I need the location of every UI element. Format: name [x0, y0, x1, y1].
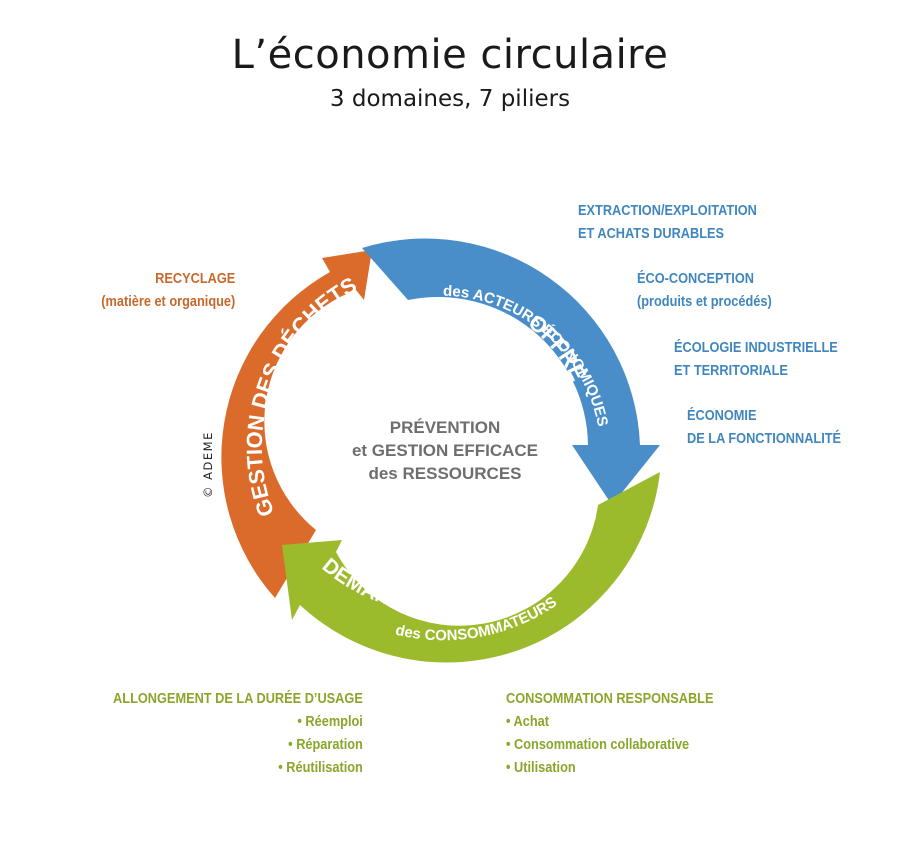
page-subtitle: 3 domaines, 7 piliers — [329, 86, 571, 112]
pillar-ecologie-industrielle: ÉCOLOGIE INDUSTRIELLE ET TERRITORIALE — [674, 337, 838, 383]
pillar-consommation-responsable: CONSOMMATION RESPONSABLE • Achat • Conso… — [506, 688, 713, 780]
pillar-economie-fonctionnalite: ÉCONOMIE DE LA FONCTIONNALITÉ — [687, 405, 841, 451]
blue-arrow-offre — [362, 238, 660, 505]
pillar-fonctionnalite-line1: ÉCONOMIE — [687, 408, 757, 424]
pillar-recyclage-line1: RECYCLAGE — [154, 271, 235, 287]
green-arrow-demande — [282, 472, 660, 663]
pillar-allongement-duree-usage: ALLONGEMENT DE LA DURÉE D’USAGE • Réempl… — [113, 688, 363, 780]
pillar-eco-conception-line1: ÉCO-CONCEPTION — [637, 271, 754, 287]
pillar-extraction: EXTRACTION/EXPLOITATION ET ACHATS DURABL… — [578, 200, 757, 246]
center-line-1: PRÉVENTION — [389, 418, 501, 437]
pillar-allongement-item: • Réutilisation — [278, 760, 363, 776]
center-line-3: des RESSOURCES — [368, 464, 522, 483]
pillar-fonctionnalite-line2: DE LA FONCTIONNALITÉ — [687, 431, 842, 447]
pillar-allongement-heading: ALLONGEMENT DE LA DURÉE D’USAGE — [113, 691, 363, 707]
page-title: L’économie circulaire — [231, 32, 669, 78]
pillar-eco-conception: ÉCO-CONCEPTION (produits et procédés) — [637, 268, 772, 314]
pillar-allongement-item: • Réparation — [288, 737, 363, 753]
pillar-ecologie-line2: ET TERRITORIALE — [674, 363, 788, 379]
orange-arrow-dechets — [221, 250, 372, 598]
pillar-consommation-item: • Consommation collaborative — [506, 737, 690, 753]
pillar-recyclage-line2: (matière et organique) — [100, 294, 235, 310]
center-label: PRÉVENTION et GESTION EFFICACE des RESSO… — [320, 416, 570, 485]
center-line-2: et GESTION EFFICACE — [351, 441, 539, 460]
pillar-ecologie-line1: ÉCOLOGIE INDUSTRIELLE — [674, 340, 838, 356]
pillar-extraction-line1: EXTRACTION/EXPLOITATION — [578, 203, 757, 219]
pillar-consommation-heading: CONSOMMATION RESPONSABLE — [506, 691, 714, 707]
svg-text:© ADEME: © ADEME — [201, 431, 215, 498]
pillar-eco-conception-line2: (produits et procédés) — [637, 294, 772, 310]
copyright-label: © ADEME — [201, 431, 215, 498]
pillar-consommation-item: • Utilisation — [506, 760, 576, 776]
pillar-consommation-item: • Achat — [506, 714, 549, 730]
pillar-extraction-line2: ET ACHATS DURABLES — [578, 226, 725, 242]
pillar-recyclage: RECYCLAGE (matière et organique) — [101, 268, 235, 314]
pillar-allongement-item: • Réemploi — [297, 714, 363, 730]
